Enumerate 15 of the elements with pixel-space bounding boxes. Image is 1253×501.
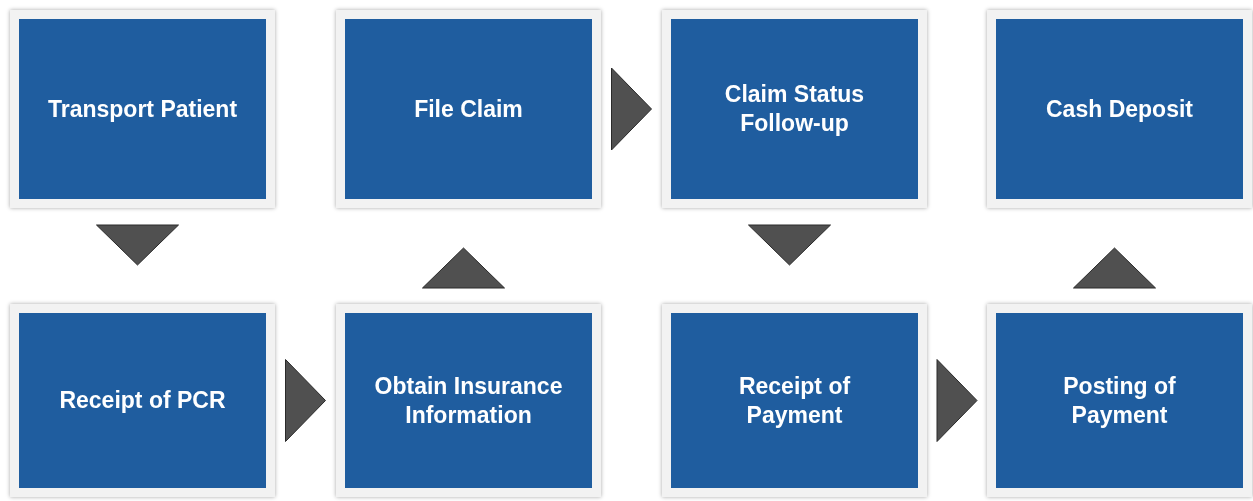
chevron-arrow [936,359,978,442]
process-box: Obtain Insurance Information [336,304,601,497]
chevron-arrow [611,67,652,151]
process-box: Receipt of Payment [662,304,927,497]
chevron-arrow [748,224,831,266]
chevron-arrow [1073,247,1156,289]
process-box: Transport Patient [10,10,275,208]
chevron-arrow [422,247,505,289]
process-box: Posting of Payment [987,304,1252,497]
process-box: Claim Status Follow-up [662,10,927,208]
process-box: File Claim [336,10,601,208]
process-box: Receipt of PCR [10,304,275,497]
chevron-arrow [96,224,179,266]
chevron-arrow [285,359,326,442]
process-box: Cash Deposit [987,10,1252,208]
